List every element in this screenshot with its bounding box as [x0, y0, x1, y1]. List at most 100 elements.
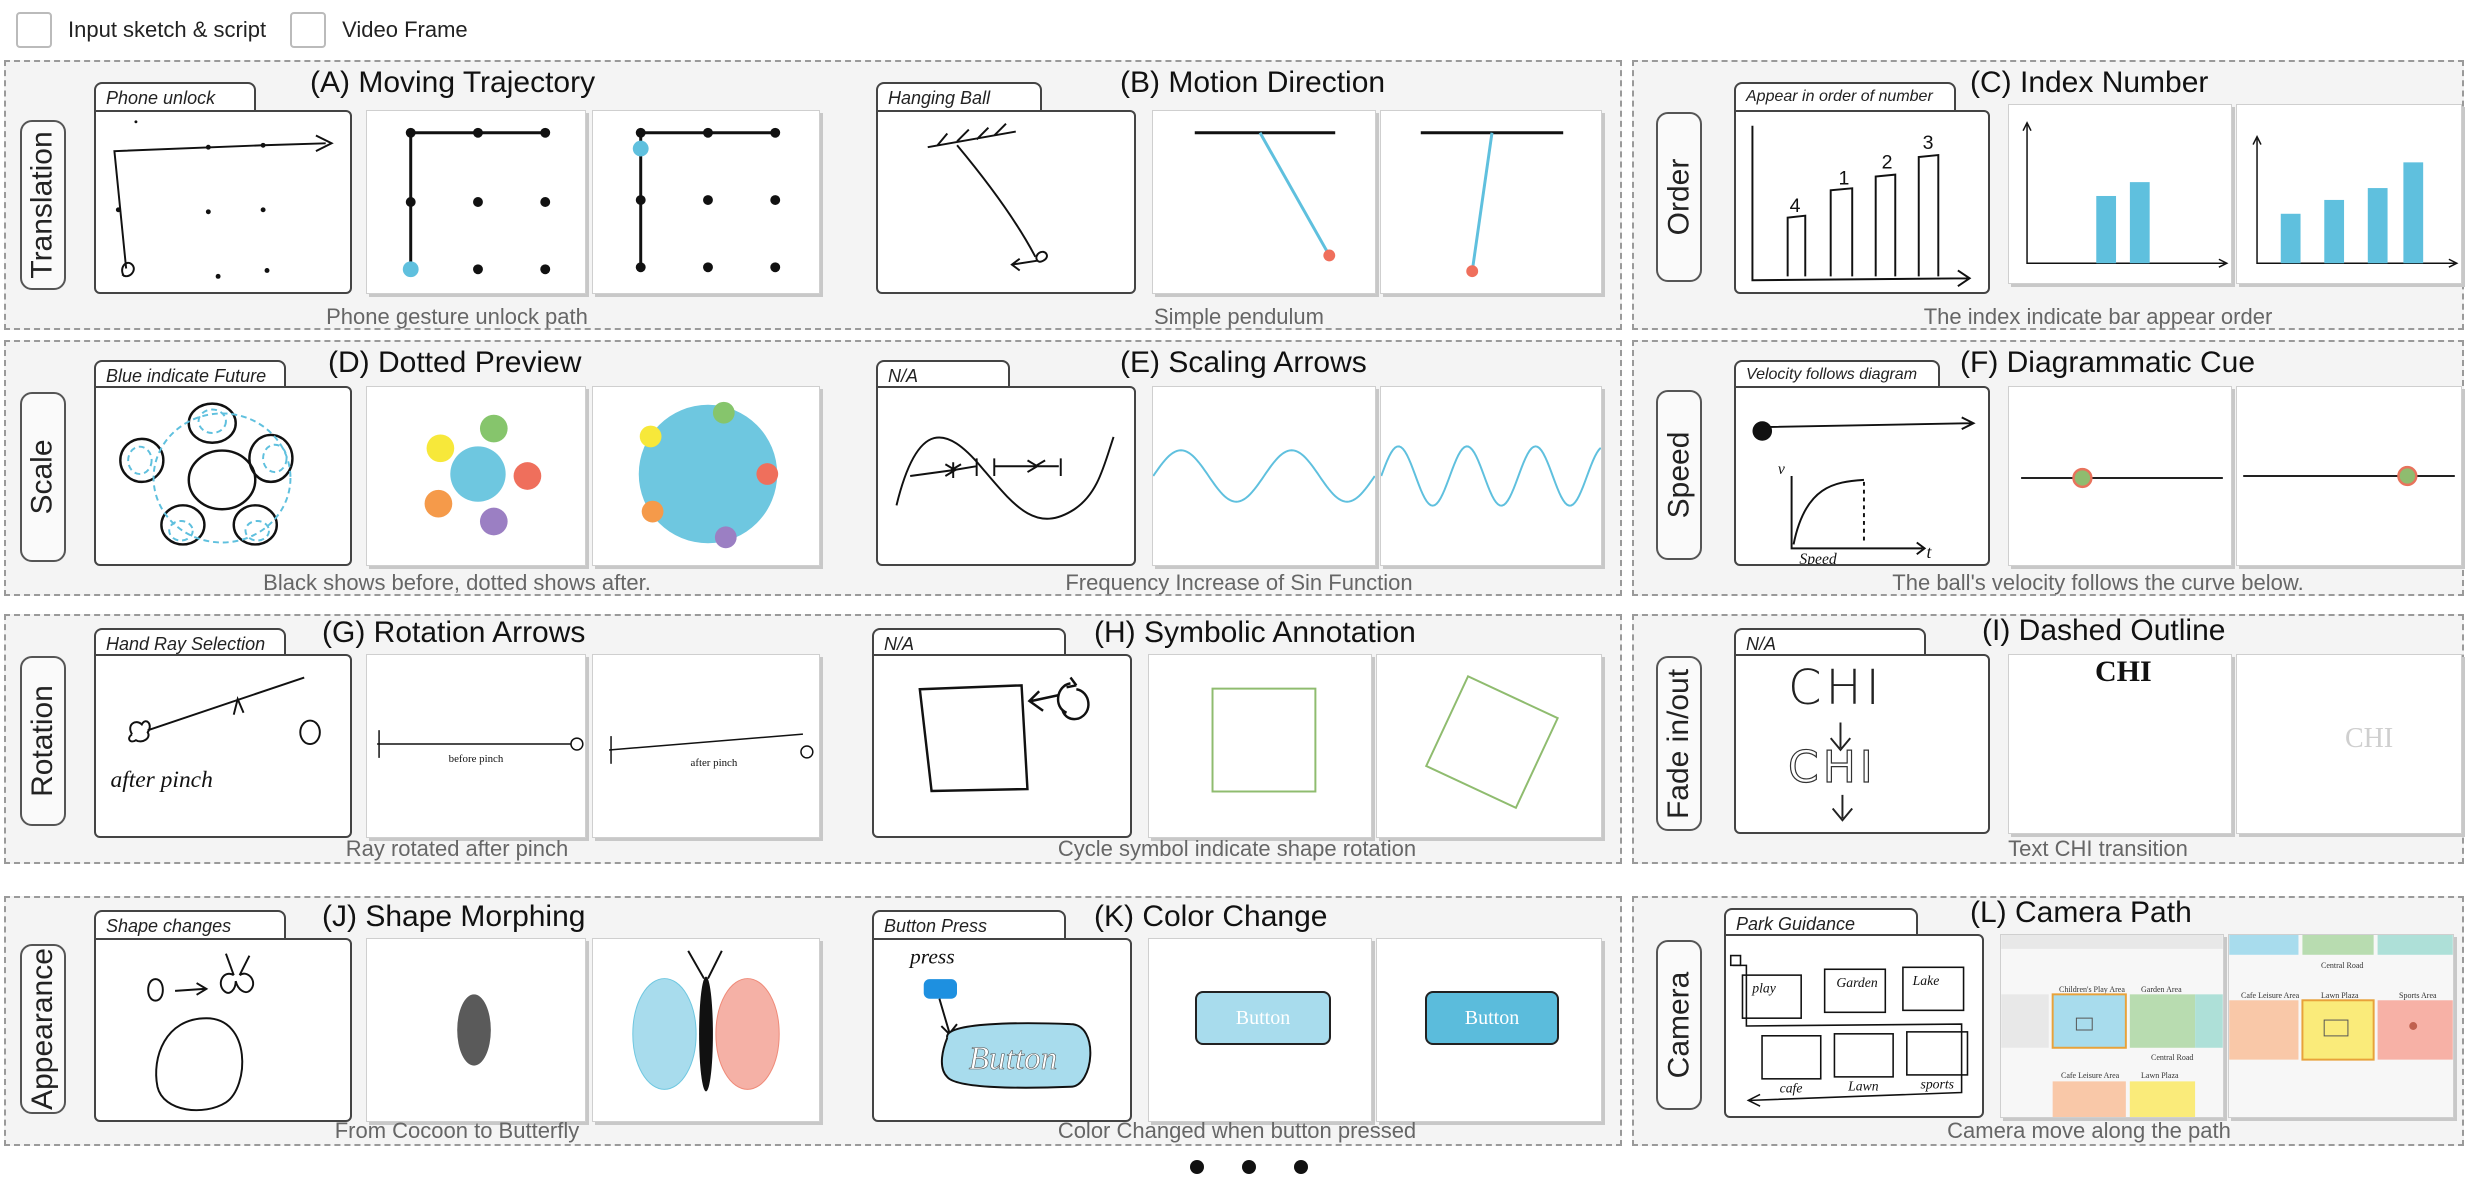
panel-i-title: (I) Dashed Outline	[1982, 614, 2226, 647]
panel-j-frame-2	[592, 938, 820, 1122]
panel-l-sketch-play: play	[1751, 981, 1776, 996]
panel-b-caption: Simple pendulum	[1154, 304, 1324, 329]
panel-k-sketch-button: Button	[969, 1040, 1058, 1077]
panel-h-title: (H) Symbolic Annotation	[1094, 616, 1416, 649]
panel-i-frame-1-text: CHI	[2095, 655, 2152, 688]
button-demo-before: Button	[1195, 991, 1331, 1045]
panel-h-caption: Cycle symbol indicate shape rotation	[1057, 836, 1417, 861]
panel-i-frame-2-text: CHI	[2345, 723, 2394, 754]
panel-g-caption: Ray rotated after pinch	[345, 836, 569, 861]
legend-video-label: Video Frame	[342, 17, 468, 42]
panel-l-sketch-garden: Garden	[1836, 975, 1877, 990]
row-label-translation: Translation	[20, 120, 66, 290]
panel-b-frame-2	[1380, 110, 1602, 294]
panel-f-tab: Velocity follows diagram	[1734, 360, 1940, 390]
panel-l-sketch: play Garden Lake cafe Lawn sports	[1724, 934, 1984, 1118]
panel-a-title: (A) Moving Trajectory	[310, 66, 596, 99]
panel-j-frame-1	[366, 938, 586, 1122]
panel-i-tab: N/A	[1734, 628, 1926, 658]
map-2-cafe-label: Cafe Leisure Area	[2241, 991, 2300, 1000]
panel-g-frame-2-label: after pinch	[691, 757, 738, 769]
panel-l-sketch-cafe: cafe	[1780, 1081, 1803, 1096]
panel-h-sketch	[872, 654, 1132, 838]
continuation-dots	[1190, 1160, 1308, 1174]
panel-c-sketch-number-2: 2	[1882, 152, 1893, 174]
dot-2	[1242, 1160, 1256, 1174]
panel-i-sketch-text-1: CHI	[1788, 660, 1884, 716]
panel-a-frame-1	[366, 110, 586, 294]
panel-i-frame-1: CHI	[2008, 654, 2232, 834]
dot-3	[1294, 1160, 1308, 1174]
panel-g-title: (G) Rotation Arrows	[322, 616, 586, 649]
panel-k-sketch: press Button	[872, 938, 1132, 1122]
panel-k-sketch-press: press	[908, 944, 955, 968]
panel-e-frame-1	[1152, 386, 1376, 566]
panel-d-sketch	[94, 386, 352, 566]
panel-l-frame-2: Central Road Cafe Leisure Area Lawn Plaz…	[2228, 934, 2454, 1118]
row-label-speed: Speed	[1656, 390, 1702, 560]
panel-c-frame-2	[2236, 104, 2462, 284]
panel-l-sketch-sports: sports	[1921, 1077, 1954, 1092]
panel-j-tab: Shape changes	[94, 910, 286, 940]
panel-l-tab: Park Guidance	[1724, 908, 1918, 938]
panel-j-sketch	[94, 938, 352, 1122]
panel-g-sketch: after pinch	[94, 654, 352, 838]
panel-h-tab: N/A	[872, 628, 1066, 658]
panel-a-tab: Phone unlock	[94, 82, 256, 112]
row-label-order: Order	[1656, 112, 1702, 282]
panel-b-frame-1	[1152, 110, 1376, 294]
panel-b-title: (B) Motion Direction	[1120, 66, 1386, 99]
panel-l-frame-1: Children's Play Area Garden Area Central…	[2000, 934, 2224, 1118]
panel-l-caption: Camera move along the path	[1947, 1118, 2231, 1143]
legend-sketch-swatch	[16, 12, 52, 48]
map-2-lawn-label: Lawn Plaza	[2321, 991, 2359, 1000]
panel-c-sketch-number-1: 1	[1839, 167, 1850, 189]
panel-e-tab: N/A	[876, 360, 1010, 390]
button-demo-after: Button	[1425, 991, 1559, 1045]
legend-sketch-label: Input sketch & script	[68, 17, 267, 42]
panel-g-frame-1-label: before pinch	[449, 753, 504, 765]
panel-i-frame-2: CHI	[2236, 654, 2462, 834]
panel-f-title: (F) Diagrammatic Cue	[1960, 346, 2256, 379]
panel-e-title: (E) Scaling Arrows	[1120, 346, 1367, 379]
panel-c-sketch: 4 1 2 3	[1734, 110, 1990, 294]
panel-i-sketch: CHI CHI	[1734, 654, 1990, 834]
panel-i-sketch-text-2: CHI	[1787, 741, 1877, 793]
panel-c-title: (C) Index Number	[1970, 66, 2209, 99]
panel-i-caption: Text CHI transition	[2008, 836, 2188, 861]
panel-f-axis-t: t	[1927, 542, 1933, 562]
panel-f-frame-1	[2008, 386, 2232, 566]
panel-a-caption: Phone gesture unlock path	[326, 304, 588, 329]
panel-g-frame-2: after pinch	[592, 654, 820, 838]
map-1-cafe-label: Cafe Leisure Area	[2061, 1071, 2120, 1080]
panel-e-sketch	[876, 386, 1136, 566]
panel-c-frame-1	[2008, 104, 2232, 284]
map-1-central-label: Central Road	[2151, 1053, 2194, 1062]
panel-h-frame-2	[1376, 654, 1602, 838]
legend-sketch: Input sketch & script	[16, 12, 266, 48]
map-1-garden-label: Garden Area	[2141, 985, 2182, 994]
panel-f-caption: The ball's velocity follows the curve be…	[1892, 570, 2304, 595]
panel-f-axis-v: v	[1778, 461, 1785, 478]
panel-g-tab: Hand Ray Selection	[94, 628, 286, 658]
row-label-fade: Fade in/out	[1656, 656, 1702, 831]
panel-l-title: (L) Camera Path	[1970, 896, 2192, 929]
panel-d-frame-2	[592, 386, 820, 566]
panel-f-frame-2	[2236, 386, 2462, 566]
panel-k-tab: Button Press	[872, 910, 1066, 940]
row-label-rotation: Rotation	[20, 656, 66, 826]
panel-d-title: (D) Dotted Preview	[328, 346, 582, 379]
legend: Input sketch & script Video Frame	[16, 8, 468, 52]
panel-l-sketch-lake: Lake	[1912, 973, 1940, 988]
panel-e-caption: Frequency Increase of Sin Function	[1065, 570, 1413, 595]
panel-j-title: (J) Shape Morphing	[322, 900, 586, 933]
panel-j-caption: From Cocoon to Butterfly	[334, 1118, 580, 1143]
row-label-scale: Scale	[20, 392, 66, 562]
panel-e-frame-2	[1380, 386, 1602, 566]
panel-f-sketch: v t Speed	[1734, 386, 1990, 566]
panel-k-frame-1: Button	[1148, 938, 1372, 1122]
panel-l-sketch-lawn: Lawn	[1847, 1079, 1879, 1094]
panel-b-sketch	[876, 110, 1136, 294]
legend-video-swatch	[290, 12, 327, 48]
panel-b-tab: Hanging Ball	[876, 82, 1042, 112]
